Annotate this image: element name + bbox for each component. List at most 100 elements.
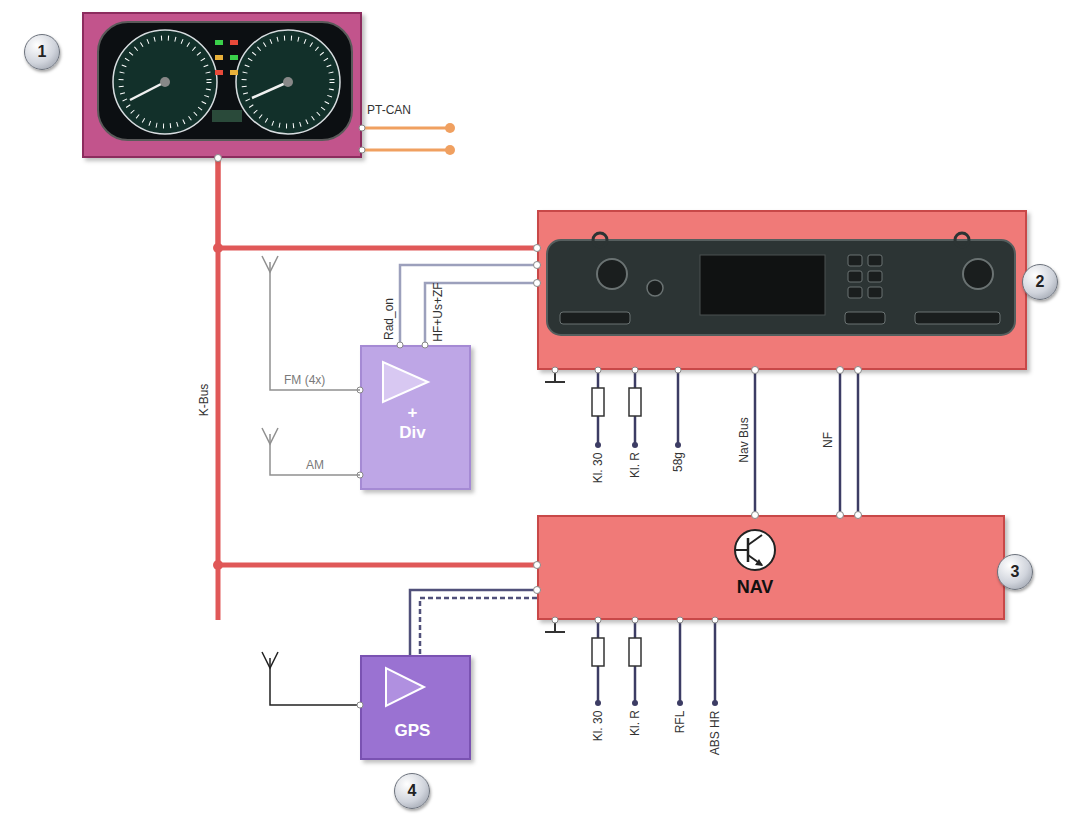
signal-name: Nav Bus	[736, 417, 750, 462]
antenna-amplifier-box: + Div	[360, 345, 471, 490]
illustration-part	[752, 512, 759, 519]
box-label: NAV	[730, 577, 780, 598]
illustration-part	[552, 617, 558, 623]
port-dots	[215, 155, 862, 594]
illustration-part	[868, 287, 882, 298]
illustration-part	[675, 367, 681, 373]
illustration-part	[868, 255, 882, 266]
illustration-part	[554, 620, 556, 632]
illustration-part	[647, 280, 663, 296]
illustration-part	[677, 370, 680, 445]
antenna-name: FM (4x)	[284, 373, 325, 387]
radio-pins	[545, 367, 681, 448]
illustration-part	[252, 82, 288, 98]
illustration-part	[700, 255, 825, 315]
callout-number: 4	[394, 773, 430, 809]
illustration-part	[595, 617, 601, 623]
illustration-part	[397, 342, 403, 348]
illustration-part	[963, 259, 993, 289]
illustration-part	[675, 442, 681, 448]
illustration-part	[592, 638, 604, 666]
illustration-part	[262, 652, 278, 668]
illustration-part	[362, 149, 450, 152]
signal-line	[400, 265, 537, 345]
pin-name: Kl. R	[628, 452, 642, 478]
illustration-part	[230, 70, 238, 75]
illustration-part	[270, 262, 360, 390]
signal-name: K-Bus	[197, 384, 211, 417]
illustration-part	[712, 617, 718, 623]
illustration-part	[634, 620, 637, 703]
illustration-part	[534, 245, 541, 252]
gps-amplifier-box: GPS4	[360, 655, 471, 760]
illustration-part	[752, 367, 759, 374]
illustration-part	[592, 388, 604, 416]
bus-name: PT-CAN	[367, 103, 411, 117]
illustration-part	[747, 538, 750, 562]
audio-line	[839, 370, 842, 515]
illustration-part	[848, 271, 862, 282]
illustration-part	[130, 82, 165, 100]
gps-line	[410, 590, 537, 655]
illustration-part	[121, 38, 209, 126]
k-bus-line	[218, 158, 537, 565]
illustration-part	[383, 362, 428, 402]
illustration-part	[215, 70, 223, 75]
illustration-part	[632, 442, 638, 448]
illustration-part	[632, 367, 638, 373]
illustration-part	[160, 77, 170, 87]
illustration-part	[748, 535, 762, 545]
illustration-part	[855, 367, 862, 374]
illustration-part	[748, 555, 762, 565]
gps-amplifier-symbol	[357, 668, 424, 708]
illustration-part	[359, 125, 365, 131]
illustration-part	[560, 312, 630, 324]
illustration-part	[735, 549, 748, 551]
illustration-part	[632, 700, 638, 706]
illustration-part	[113, 30, 217, 134]
illustration-part	[735, 530, 775, 570]
illustration-part	[236, 30, 340, 134]
illustration-part	[212, 110, 242, 122]
illustration-part	[915, 312, 1000, 324]
illustration-part	[362, 127, 450, 130]
illustration-part	[712, 700, 718, 706]
illustration-part	[755, 559, 763, 566]
illustration-part	[595, 700, 601, 706]
k-bus-junctions	[213, 243, 223, 620]
illustration-part	[445, 145, 455, 155]
illustration-part	[634, 370, 637, 445]
signal-name: NF	[821, 432, 835, 448]
illustration-part	[554, 370, 556, 382]
illustration-part	[244, 38, 332, 126]
illustration-part	[386, 668, 424, 706]
illustration-part	[848, 255, 862, 266]
illustration-part	[215, 55, 223, 60]
illustration-part	[98, 22, 352, 140]
instrument-cluster-box: 1	[82, 12, 362, 158]
illustration-part	[593, 233, 607, 247]
illustration-part	[629, 638, 641, 666]
radio-unit-box: 2	[537, 210, 1027, 370]
illustration-part	[545, 631, 565, 633]
illustration-part	[545, 381, 565, 383]
illustration-part	[597, 259, 627, 289]
illustration-part	[837, 512, 844, 519]
pt-can-wires	[359, 123, 455, 155]
illustration-part	[216, 565, 221, 620]
pin-name: ABS HR	[708, 710, 722, 755]
illustration-part	[357, 472, 363, 478]
callout-number: 2	[1022, 264, 1058, 300]
pin-name: RFL	[673, 710, 687, 733]
illustration-part	[855, 512, 862, 519]
illustration-part	[534, 262, 541, 269]
illustration-part	[845, 312, 885, 324]
pin-name: 58g	[671, 452, 685, 472]
illustration-part	[955, 233, 969, 247]
illustration-part	[677, 700, 683, 706]
pin-name: Kl. R	[628, 710, 642, 736]
antenna-symbols	[262, 256, 360, 705]
illustration-part	[597, 620, 600, 703]
